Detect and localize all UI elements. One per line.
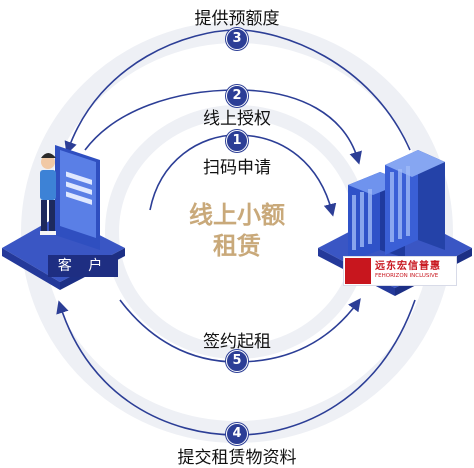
step-2-number-badge: 2 — [226, 85, 248, 107]
office-buildings — [348, 150, 445, 262]
center-title-line1: 线上小额 — [189, 201, 285, 229]
center-disc — [137, 136, 337, 328]
client-platform — [2, 215, 125, 282]
company-logo-icon — [345, 258, 371, 284]
step-4-number-badge: 4 — [226, 423, 248, 445]
center-title: 线上小额 租赁 — [189, 200, 285, 262]
step-5-number-badge: 5 — [226, 350, 248, 372]
center-title-line2: 租赁 — [213, 232, 261, 260]
company-name-cn: 远东宏信普惠 — [375, 261, 441, 273]
person-figure — [40, 153, 56, 235]
step-3-label: 提供预额度 — [194, 9, 280, 29]
step-4-label: 提交租赁物资料 — [177, 448, 297, 468]
step-2-label: 线上授权 — [203, 109, 271, 129]
company-name-en: FEHORIZON INCLUSIVE — [375, 273, 439, 280]
company-badge: 远东宏信普惠 FEHORIZON INCLUSIVE — [343, 256, 457, 286]
step-1-label: 扫码申请 — [203, 158, 271, 178]
step-3-number-badge: 3 — [226, 28, 248, 50]
step-1-number-badge: 1 — [226, 130, 248, 152]
client-label: 客 户 — [48, 255, 118, 277]
step-5-label: 签约起租 — [203, 332, 271, 352]
